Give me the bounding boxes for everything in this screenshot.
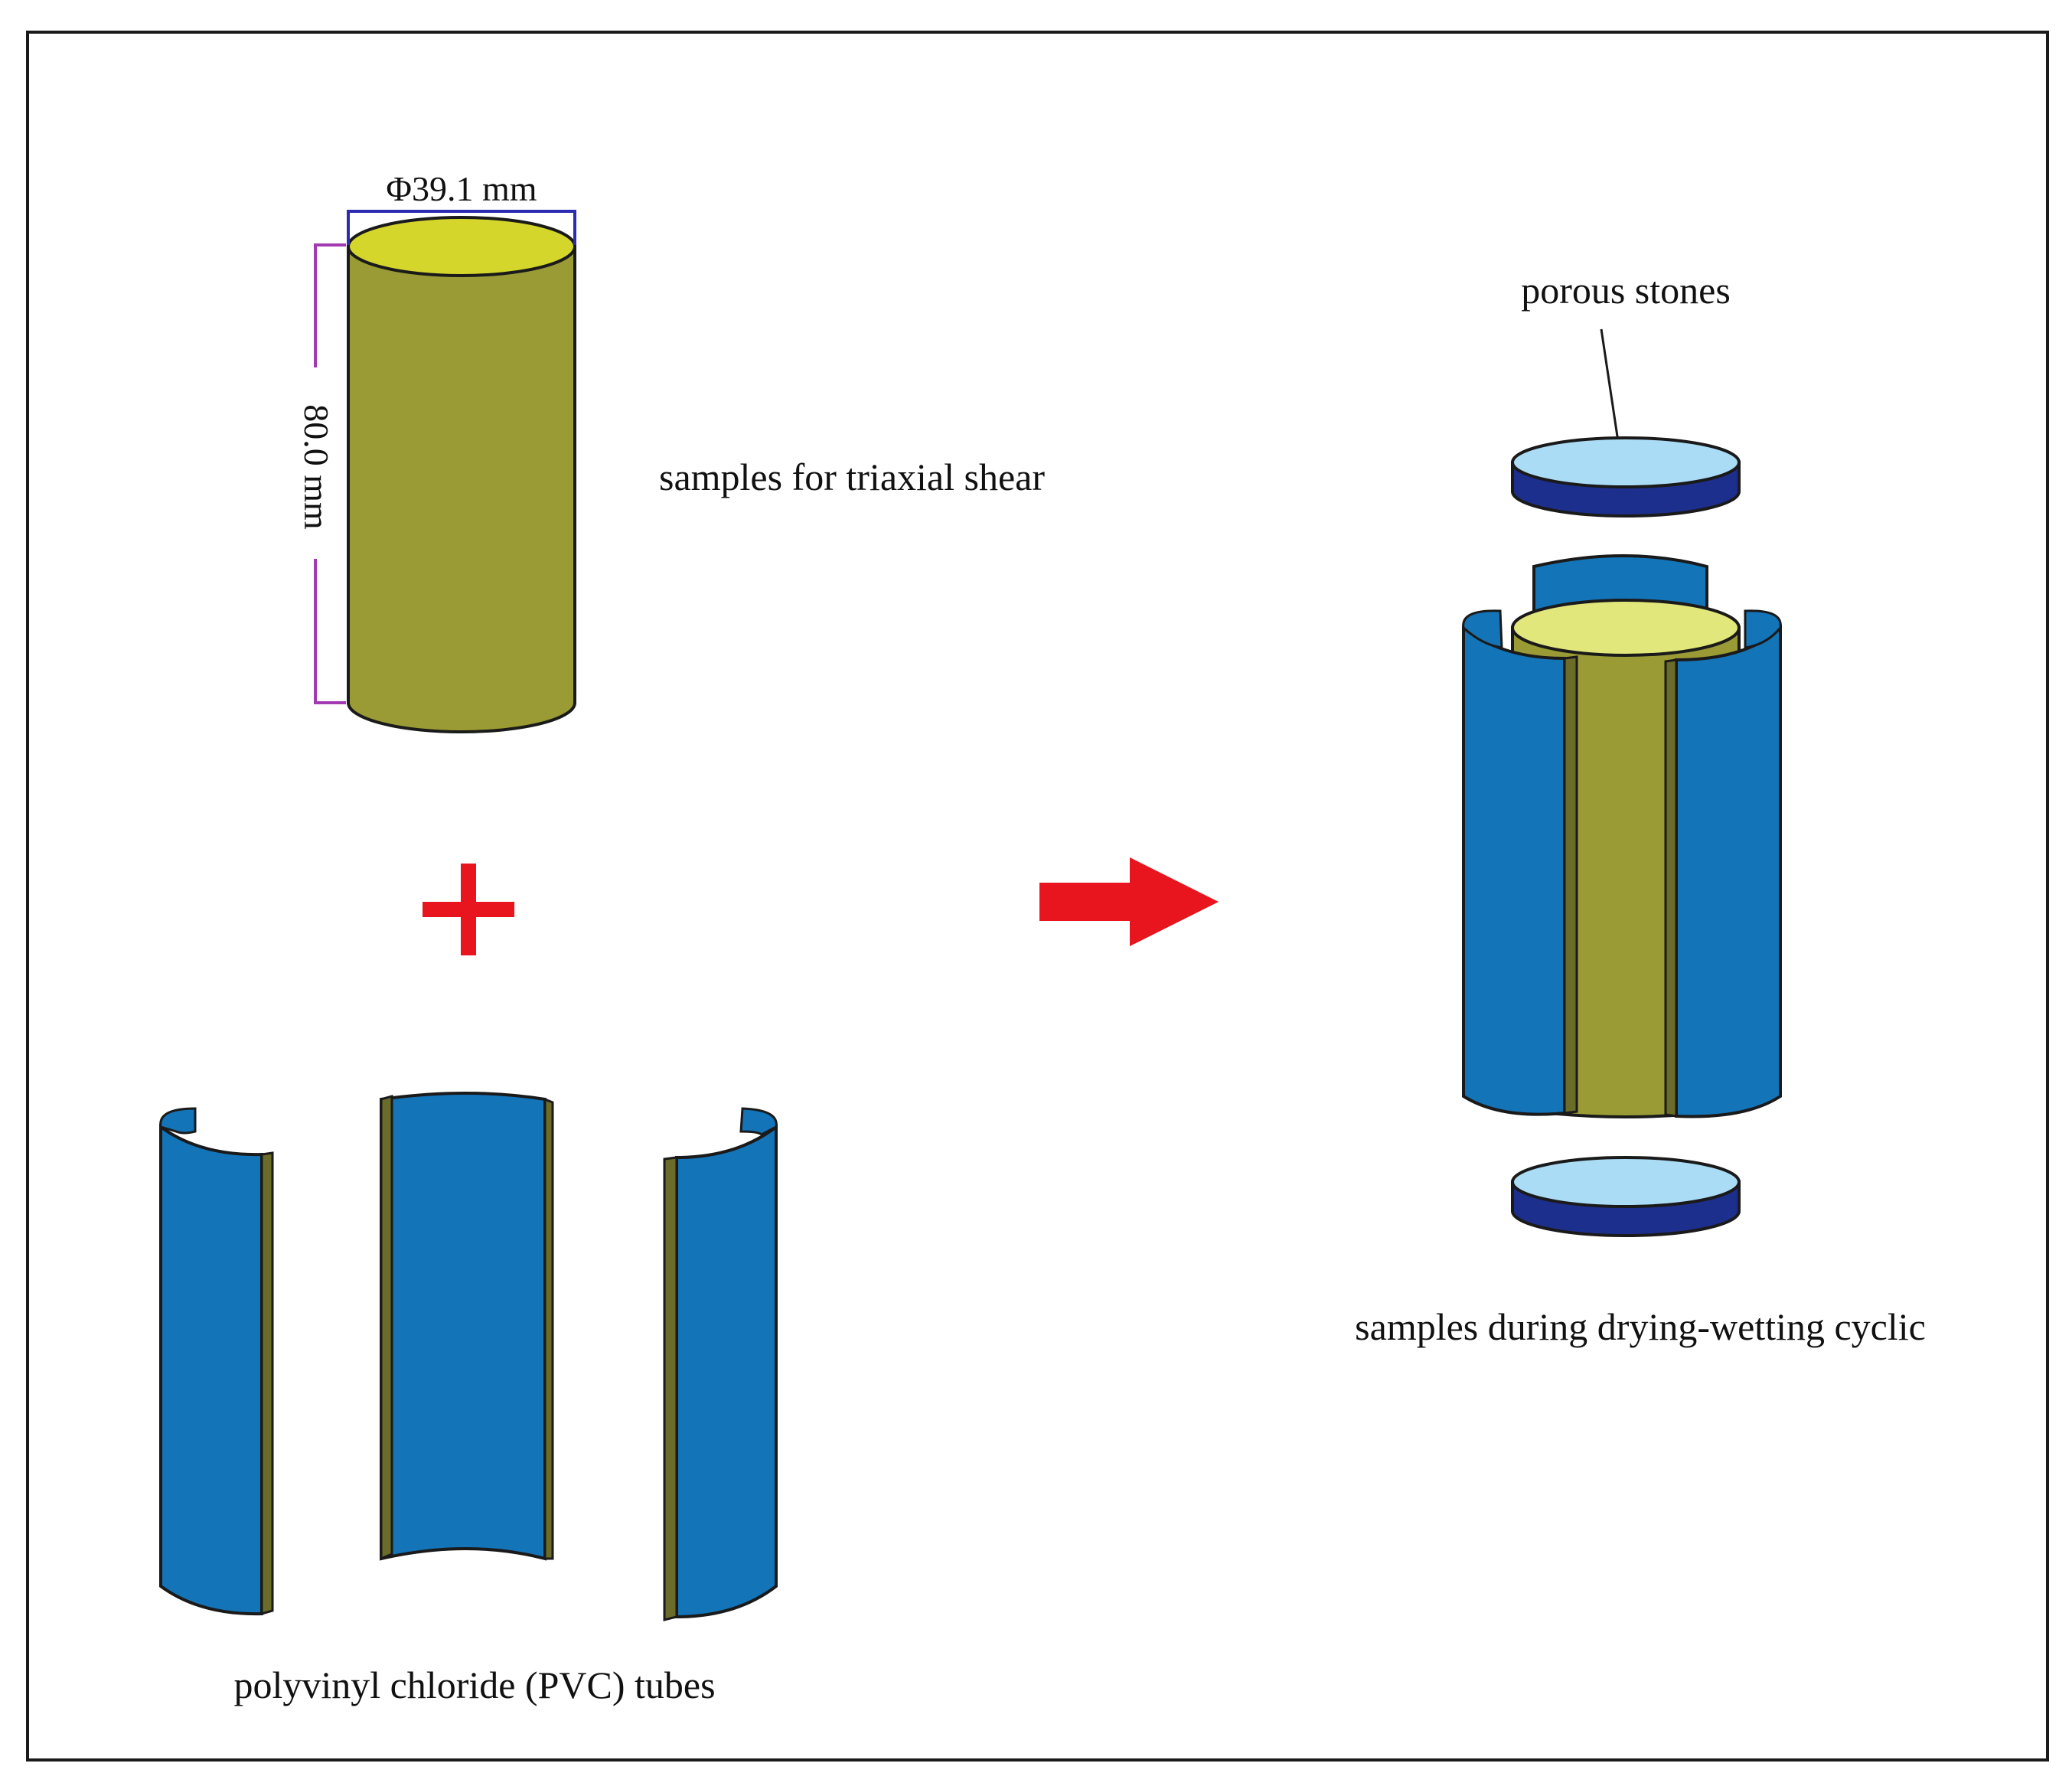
right-arrow-icon [1039, 857, 1219, 946]
diameter-bracket [347, 210, 576, 245]
pvc-piece-left [159, 1107, 274, 1616]
pvc-right-half [1675, 624, 1782, 1118]
triaxial-samples-label: samples for triaxial shear [659, 455, 1045, 498]
diameter-dimension: Φ39.1 mm [347, 167, 576, 245]
height-dimension: 80.0 mm [294, 243, 346, 704]
pvc-piece-middle [380, 1092, 554, 1561]
assembled-specimen [1462, 554, 1782, 1118]
porous-stone-bottom [1511, 1156, 1741, 1237]
porous-stones-label: porous stones [1521, 269, 1731, 312]
sample-cylinder-top [347, 216, 576, 277]
assembled-samples-label: samples during drying-wetting cyclic [1355, 1305, 1926, 1348]
porous-stones-leader [1600, 328, 1621, 452]
pvc-tubes-label: polyvinyl chloride (PVC) tubes [233, 1664, 715, 1706]
pvc-back-piece [1532, 554, 1708, 614]
assembled-sample-top [1511, 599, 1741, 657]
pvc-tube-pieces [159, 1092, 778, 1621]
sample-cylinder-body [347, 245, 576, 733]
pvc-left-half [1462, 624, 1566, 1116]
diameter-label: Φ39.1 mm [386, 169, 537, 208]
plus-icon [423, 864, 514, 955]
height-label: 80.0 mm [297, 404, 336, 530]
triaxial-sample-cylinder [347, 216, 576, 733]
porous-stone-top [1511, 436, 1741, 518]
pvc-piece-right [663, 1107, 778, 1621]
